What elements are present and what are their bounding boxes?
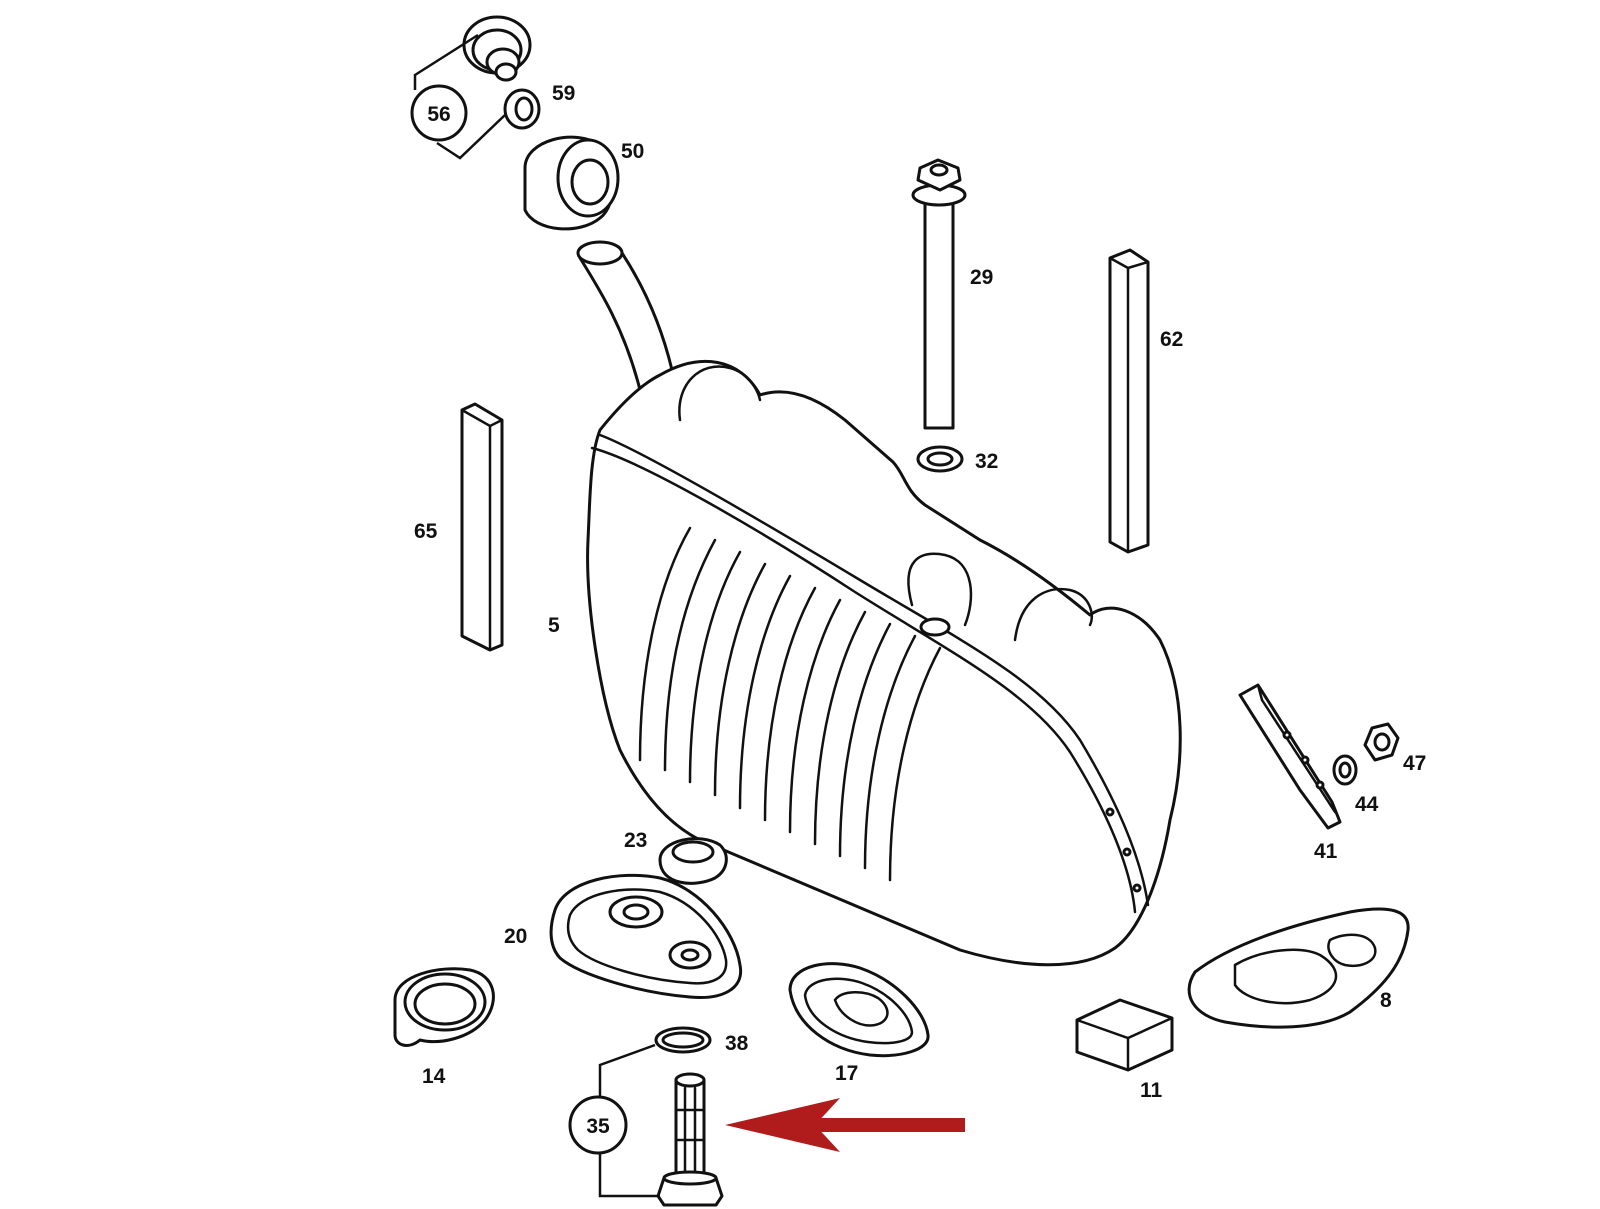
part-35-filter-strainer: [656, 1072, 724, 1207]
label-23: 23: [624, 829, 647, 852]
label-65: 65: [414, 520, 438, 543]
part-47-nut: [1363, 722, 1400, 762]
part-41-bracket: [1238, 683, 1342, 830]
part-23-grommet: [658, 837, 728, 885]
callout-56-circle: [410, 84, 468, 142]
callout-35-bracket: [598, 1043, 660, 1198]
callout-56-bracket: [413, 33, 506, 160]
label-47: 47: [1403, 752, 1426, 775]
label-35: 35: [586, 1115, 610, 1138]
part-62-strip: [1108, 248, 1150, 554]
label-17: 17: [835, 1062, 858, 1085]
part-50-grommet: [523, 135, 620, 231]
label-41: 41: [1314, 840, 1338, 863]
label-32: 32: [975, 450, 998, 473]
label-56: 56: [427, 103, 450, 126]
part-14-grommet: [393, 967, 495, 1047]
label-14: 14: [422, 1065, 446, 1088]
highlight-arrow: [725, 1098, 965, 1152]
label-59: 59: [552, 82, 575, 105]
part-20-cover: [549, 873, 743, 1000]
part-29-bolt: [911, 158, 967, 430]
part-17-grommet: [788, 962, 930, 1058]
label-8: 8: [1380, 989, 1392, 1012]
part-5-fuel-tank: [576, 240, 1182, 967]
part-38-o-ring: [654, 1026, 712, 1054]
label-11: 11: [1140, 1079, 1163, 1102]
label-29: 29: [970, 266, 993, 289]
label-44: 44: [1355, 793, 1379, 816]
label-38: 38: [725, 1032, 749, 1055]
part-56-cap-assembly: [462, 15, 541, 130]
part-65-strip: [460, 402, 504, 652]
callout-35-circle: [568, 1095, 628, 1155]
part-32-washer: [916, 445, 964, 473]
label-62: 62: [1160, 328, 1183, 351]
label-20: 20: [504, 925, 527, 948]
label-5: 5: [548, 614, 560, 637]
part-11-block: [1075, 998, 1174, 1072]
part-44-washer: [1332, 754, 1358, 786]
label-50: 50: [621, 140, 644, 163]
part-8-pad: [1187, 907, 1410, 1029]
